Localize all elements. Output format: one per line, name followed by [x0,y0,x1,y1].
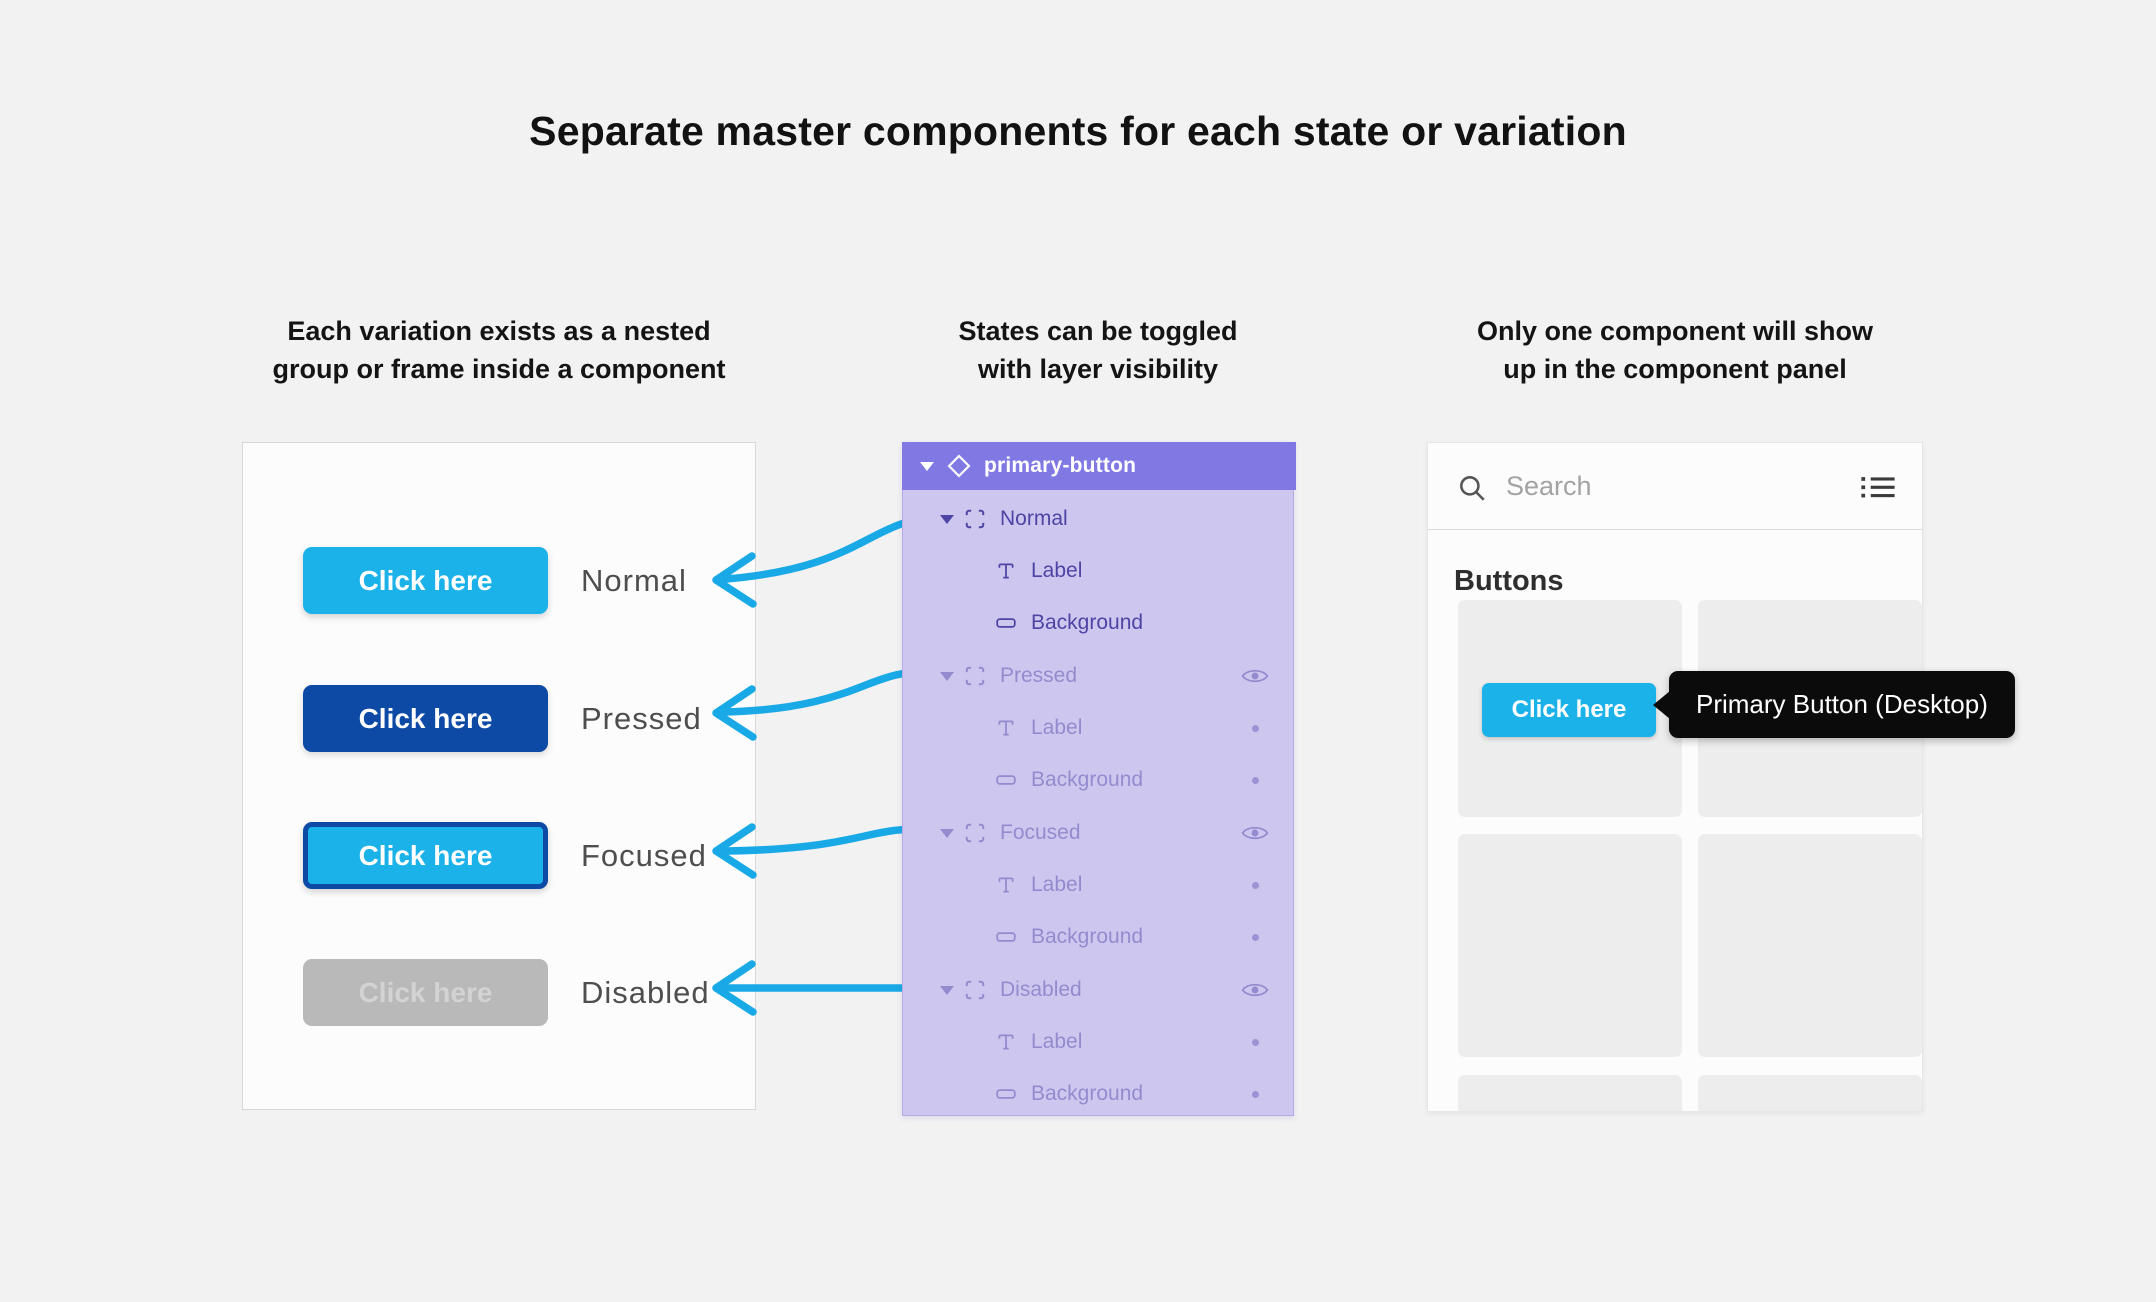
layer-row-pressed-label[interactable]: Label [903,702,1293,754]
state-label-focused: Focused [581,837,707,873]
frame-icon [964,822,986,844]
text-layer-icon [995,717,1017,739]
layer-row-group-focused[interactable]: Focused [903,807,1293,859]
rectangle-layer-icon [995,612,1017,634]
layers-panel-header[interactable]: primary-button [902,442,1296,490]
layer-name: Pressed [1000,664,1078,687]
disclosure-triangle-icon[interactable] [940,985,954,995]
column-heading-left-line2: group or frame inside a component [272,354,726,384]
layer-row-disabled-label[interactable]: Label [903,1016,1293,1068]
rectangle-layer-icon [995,1083,1017,1105]
hidden-dot-icon [1235,881,1275,889]
tooltip-arrow-icon [1653,690,1670,719]
frame-icon [964,979,986,1001]
component-tooltip: Primary Button (Desktop) [1653,671,2015,738]
layer-name: Background [1031,611,1144,634]
layer-row-normal-label[interactable]: Label [903,545,1293,597]
layer-name: Background [1031,925,1144,948]
state-row-focused: Click here Focused [243,822,755,889]
page-title: Separate master components for each stat… [529,108,1627,154]
tooltip-text: Primary Button (Desktop) [1696,689,1988,719]
search-input[interactable]: Search [1506,470,1592,501]
demo-button-focused[interactable]: Click here [303,822,548,889]
hidden-dot-icon [1235,724,1275,732]
component-diamond-icon [946,453,972,479]
column-heading-left: Each variation exists as a nested group … [242,312,756,388]
demo-button-normal[interactable]: Click here [303,547,548,614]
state-label-normal: Normal [581,562,687,598]
hidden-dot-icon [1235,1090,1275,1098]
demo-button-pressed[interactable]: Click here [303,685,548,752]
list-view-icon[interactable] [1860,474,1896,501]
components-panel: Search Buttons Click here Primary Button… [1427,442,2015,1112]
text-layer-icon [995,1031,1017,1053]
layer-row-focused-label[interactable]: Label [903,859,1293,911]
hidden-dot-icon [1235,1038,1275,1046]
layer-row-normal-background[interactable]: Background [903,597,1293,649]
layer-name: Background [1031,1082,1144,1105]
column-heading-right: Only one component will show up in the c… [1427,312,1923,388]
layer-name: Label [1031,559,1083,582]
layer-name: Normal [1000,507,1068,530]
divider [1428,529,1922,530]
text-layer-icon [995,874,1017,896]
disclosure-triangle-icon[interactable] [940,514,954,524]
component-tile[interactable] [1458,1075,1682,1111]
state-label-disabled: Disabled [581,974,710,1010]
column-heading-left-line1: Each variation exists as a nested [287,316,711,346]
eye-icon[interactable] [1235,666,1275,686]
layer-name: Focused [1000,821,1081,844]
column-heading-middle-line1: States can be toggled [958,316,1238,346]
layer-row-disabled-background[interactable]: Background [903,1068,1293,1120]
layer-name: Background [1031,768,1144,791]
state-row-pressed: Click here Pressed [243,685,755,752]
disclosure-triangle-icon[interactable] [940,671,954,681]
state-label-pressed: Pressed [581,700,702,736]
disclosure-triangle-icon[interactable] [920,461,934,471]
eye-icon[interactable] [1235,980,1275,1000]
frame-icon [964,665,986,687]
layer-row-pressed-background[interactable]: Background [903,754,1293,806]
rectangle-layer-icon [995,926,1017,948]
text-layer-icon [995,560,1017,582]
disclosure-triangle-icon[interactable] [940,828,954,838]
layer-name: Disabled [1000,978,1082,1001]
search-bar[interactable]: Search [1428,443,1922,529]
component-tile[interactable] [1458,834,1682,1057]
state-row-disabled: Click here Disabled [243,959,755,1026]
component-preview-button[interactable]: Click here [1482,683,1656,737]
component-tile[interactable] [1698,834,1922,1057]
layer-name: Label [1031,873,1083,896]
layer-row-focused-background[interactable]: Background [903,911,1293,963]
hidden-dot-icon [1235,933,1275,941]
layer-row-group-pressed[interactable]: Pressed [903,650,1293,702]
hidden-dot-icon [1235,776,1275,784]
section-title: Buttons [1454,565,1564,597]
state-row-normal: Click here Normal [243,547,755,614]
frame-icon [964,508,986,530]
layer-row-group-normal[interactable]: Normal [903,493,1293,545]
states-demo-card: Click here Normal Click here Pressed Cli… [242,442,756,1110]
column-heading-right-line2: up in the component panel [1503,354,1847,384]
column-heading-middle-line2: with layer visibility [977,354,1219,384]
layer-name: Label [1031,716,1083,739]
search-icon [1456,472,1488,504]
rectangle-layer-icon [995,769,1017,791]
demo-button-disabled[interactable]: Click here [303,959,548,1026]
layers-panel: primary-button Normal Label Background [902,442,1296,1116]
column-heading-right-line1: Only one component will show [1476,316,1874,346]
column-heading-middle: States can be toggled with layer visibil… [902,312,1294,388]
component-tile[interactable] [1698,1075,1922,1111]
component-name: primary-button [984,454,1137,477]
eye-icon[interactable] [1235,823,1275,843]
layer-row-group-disabled[interactable]: Disabled [903,964,1293,1016]
layer-name: Label [1031,1030,1083,1053]
